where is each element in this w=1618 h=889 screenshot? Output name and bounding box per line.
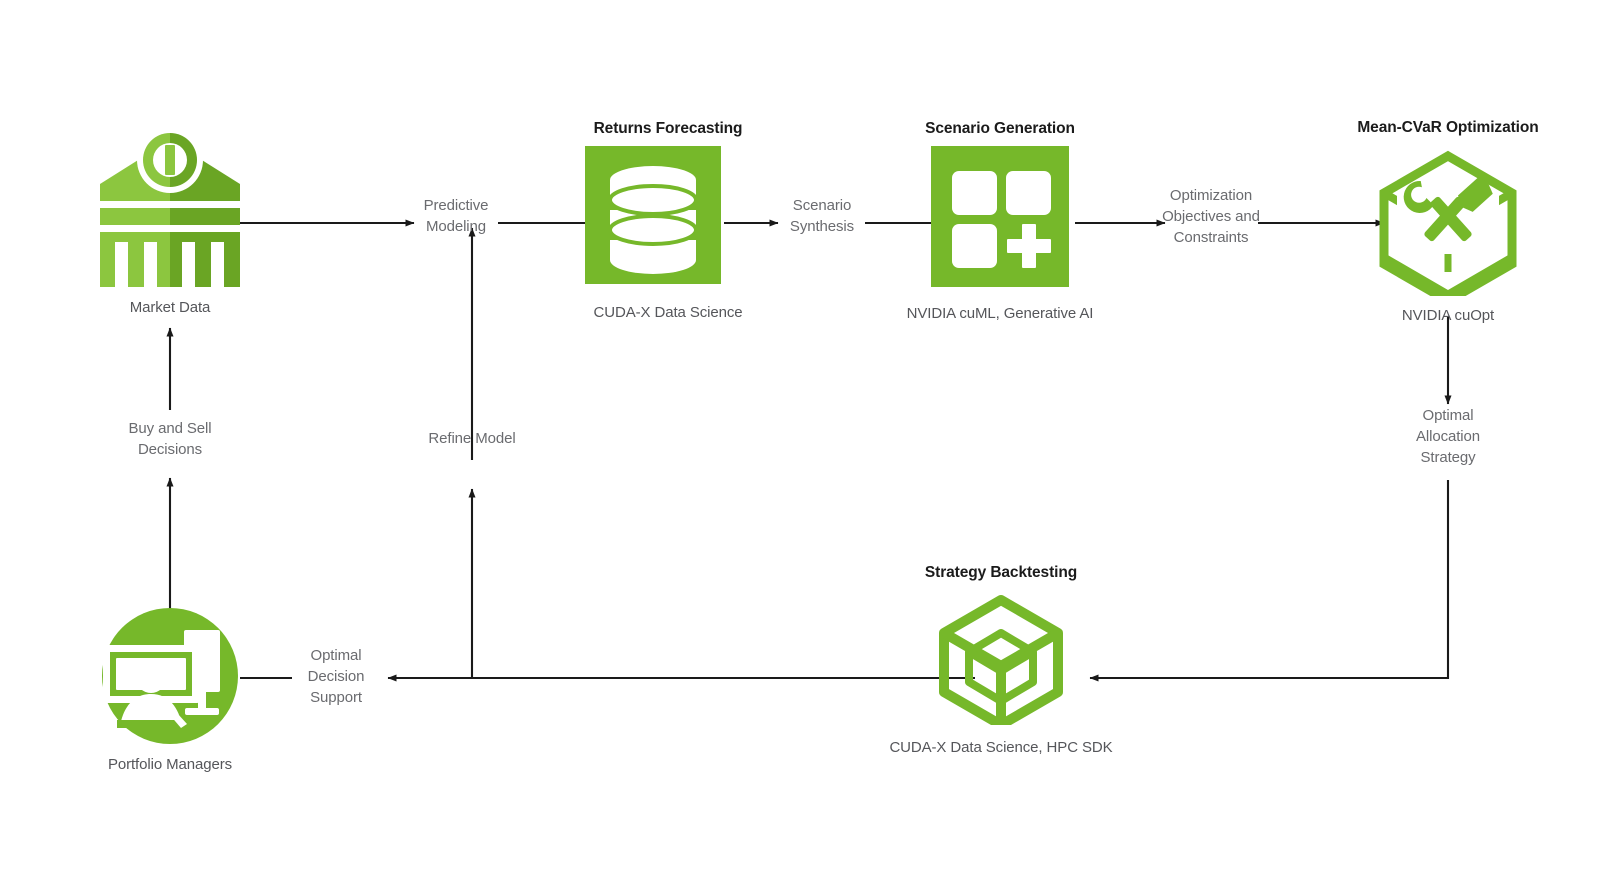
- node-returns-forecasting[interactable]: Returns Forecasting CUDA-X Data Science: [548, 120, 788, 321]
- edge-label-line: Modeling: [425, 218, 487, 235]
- node-mean-cvar-optimization[interactable]: Mean-CVaR Optimization NVIDIA cuOpt: [1323, 119, 1573, 324]
- nested-cube-icon: [939, 595, 1063, 725]
- node-title: Scenario Generation: [925, 120, 1075, 137]
- person-monitors-icon: [102, 608, 238, 744]
- node-title: Returns Forecasting: [593, 120, 743, 137]
- edge-label-line: Optimization: [1169, 187, 1253, 204]
- edge-allocation-to-backtesting: [1089, 480, 1450, 682]
- edge-label-optimization-objectives: Optimization Objectives and Constraints: [1161, 185, 1261, 248]
- edge-label-line: Buy and Sell: [128, 420, 212, 437]
- edge-label-buy-and-sell-decisions: Buy and Sell Decisions: [104, 418, 236, 460]
- grid-plus-icon: [931, 146, 1069, 287]
- edge-label-line: Strategy: [1420, 449, 1476, 466]
- edge-label-line: Decision: [307, 668, 365, 685]
- cube-tools-icon: [1379, 150, 1517, 296]
- node-caption: NVIDIA cuOpt: [1401, 307, 1495, 324]
- node-title: Mean-CVaR Optimization: [1357, 119, 1539, 136]
- edge-label-optimal-allocation-strategy: Optimal Allocation Strategy: [1398, 405, 1498, 468]
- edge-label-scenario-synthesis: Scenario Synthesis: [780, 195, 864, 237]
- node-title: Strategy Backtesting: [924, 564, 1078, 581]
- node-caption: Portfolio Managers: [107, 756, 233, 773]
- edge-label-line: Refine Model: [428, 430, 516, 447]
- node-strategy-backtesting[interactable]: Strategy Backtesting CUDA-X Data Science…: [876, 564, 1126, 756]
- database-icon: [585, 146, 721, 284]
- node-caption: CUDA-X Data Science: [593, 304, 743, 321]
- edge-label-line: Optimal: [310, 647, 362, 664]
- edge-label-line: Objectives and: [1162, 208, 1260, 225]
- edge-label-line: Scenario: [792, 197, 852, 214]
- bank-icon: [100, 127, 240, 287]
- edge-label-line: Allocation: [1415, 428, 1481, 445]
- node-portfolio-managers[interactable]: Portfolio Managers: [65, 608, 275, 773]
- node-caption: CUDA-X Data Science, HPC SDK: [889, 739, 1113, 756]
- edge-label-refine-model: Refine Model: [408, 428, 536, 449]
- edge-label-line: Support: [310, 689, 362, 706]
- edge-label-line: Decisions: [137, 441, 203, 458]
- node-caption: Market Data: [129, 299, 211, 316]
- node-market-data[interactable]: Market Data: [70, 122, 270, 316]
- edge-label-line: Optimal: [1422, 407, 1474, 424]
- node-scenario-generation[interactable]: Scenario Generation NVIDIA cuML, Generat…: [876, 120, 1124, 322]
- edge-label-line: Constraints: [1173, 229, 1249, 246]
- edge-label-line: Predictive: [423, 197, 489, 214]
- edge-label-predictive-modeling: Predictive Modeling: [416, 195, 496, 237]
- edge-label-optimal-decision-support: Optimal Decision Support: [290, 645, 382, 708]
- node-caption: NVIDIA cuML, Generative AI: [906, 305, 1094, 322]
- edge-label-line: Synthesis: [789, 218, 855, 235]
